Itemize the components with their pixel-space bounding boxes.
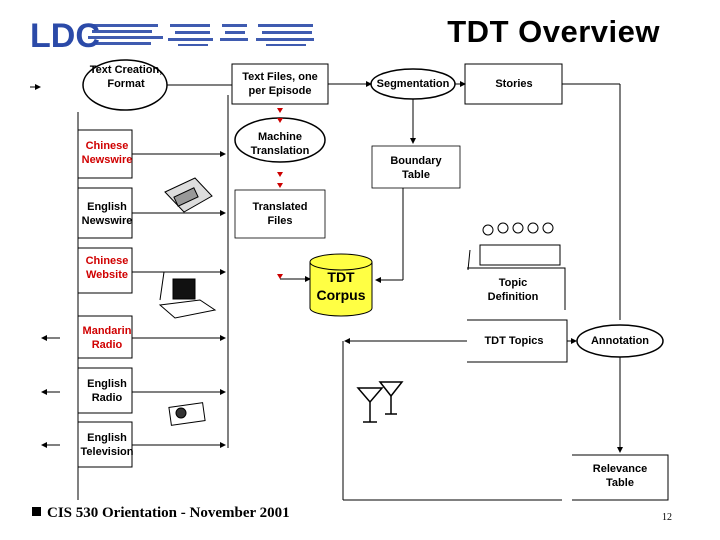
source-chinese-website: Chinese Website [85, 255, 129, 281]
node-topic-definition: Topic Definition [487, 277, 539, 303]
node-relevance-table: Relevance Table [592, 463, 648, 489]
radio-icon [168, 402, 206, 426]
node-stories: Stories [495, 78, 533, 90]
source-mandarin-radio: Mandarin Radio [82, 325, 132, 351]
ldc-logo: LDC [30, 14, 320, 54]
translated-files-box [234, 189, 326, 239]
source-english-television: English Television [80, 432, 134, 458]
page-title: TDT Overview [447, 14, 660, 49]
node-tdt-corpus: TDT Corpus [316, 269, 366, 303]
tdt-corpus-cylinder [309, 253, 373, 317]
logo-text: LDC [30, 17, 100, 54]
cocktail-glasses-icon [356, 381, 404, 423]
computer-icon [158, 271, 217, 319]
chinese-website-box [78, 247, 133, 294]
mandarin-radio-box [78, 315, 133, 359]
topic-definition-box [467, 267, 566, 310]
node-translated-files: Translated Files [252, 201, 308, 227]
source-chinese-newswire: Chinese Newswire [81, 140, 133, 166]
relevance-table-box [572, 454, 669, 501]
node-machine-translation: Machine Translation [250, 131, 310, 157]
page-number: 12 [662, 512, 672, 523]
footer-text: CIS 530 Orientation - November 2001 [47, 505, 290, 521]
people-meeting-icon [467, 222, 561, 271]
source-english-radio: English Radio [87, 378, 127, 404]
node-text-creation: Text Creation, Format [89, 64, 163, 90]
node-segmentation: Segmentation [376, 78, 450, 90]
red-arrow-markers [277, 108, 283, 279]
bullet-icon [32, 507, 41, 516]
node-text-files: Text Files, one per Episode [242, 71, 318, 97]
english-radio-box [78, 367, 133, 414]
ldc-logo-graphic: LDC [30, 17, 314, 54]
node-annotation: Annotation [590, 335, 650, 347]
node-boundary-table: Boundary Table [390, 155, 442, 181]
source-english-newswire: English Newswire [81, 201, 133, 227]
node-tdt-topics: TDT Topics [484, 335, 544, 347]
footer: CIS 530 Orientation - November 2001 [32, 505, 290, 522]
fax-machine-icon [164, 177, 213, 213]
boundary-table-box [371, 145, 461, 189]
